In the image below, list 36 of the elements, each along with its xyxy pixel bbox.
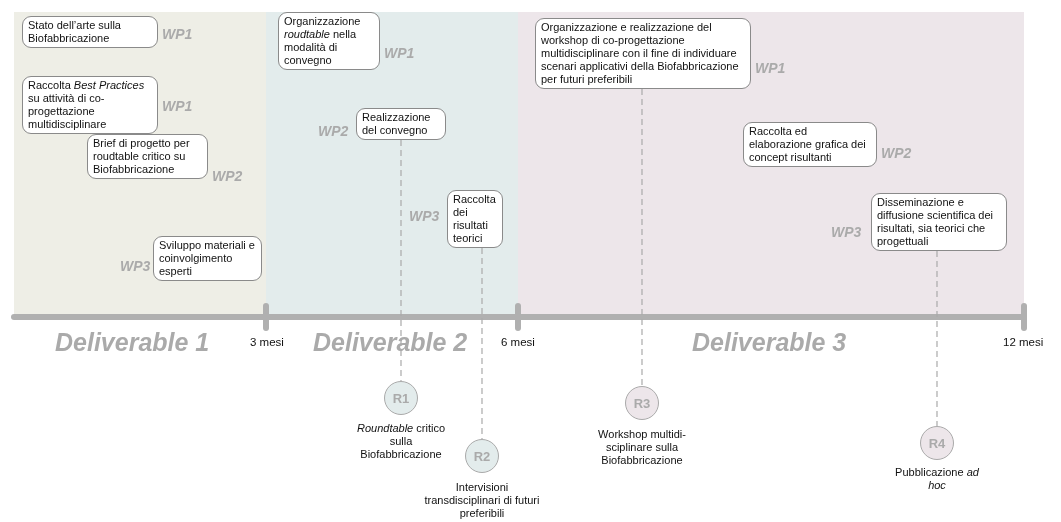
task-box: Raccolta ed elaborazione grafica dei concept risultanti — [743, 122, 877, 167]
time-label: 3 mesi — [250, 336, 284, 348]
work-package-label: WP1 — [162, 26, 193, 42]
work-package-label: WP3 — [120, 258, 151, 274]
work-package-label: WP3 — [409, 208, 440, 224]
milestone-circle: R4 — [920, 426, 954, 460]
task-box: Organizzazione roudtable nella modalità di convegno — [278, 12, 380, 70]
work-package-label: WP1 — [384, 45, 415, 61]
milestone-caption: Workshop multidi- sciplinare sulla Biofabbricazione — [597, 428, 687, 467]
deliverable-label: Deliverable 3 — [692, 328, 847, 357]
milestone-caption: Intervisioni transdisciplinari di futuri preferibili — [423, 481, 541, 520]
time-label: 12 mesi — [1003, 336, 1044, 348]
work-package-label: WP2 — [318, 123, 349, 139]
task-box: Realizzazione del convegno — [356, 108, 446, 140]
deliverable-label: Deliverable 1 — [55, 328, 210, 357]
task-box: Sviluppo materiali e coinvolgimento esperti — [153, 236, 262, 281]
work-package-label: WP2 — [881, 145, 912, 161]
milestone-circle: R2 — [465, 439, 499, 473]
task-box: Disseminazione e diffusione scientifica dei risultati, sia teorici che progettuali — [871, 193, 1007, 251]
milestone-caption: Pubblicazione ad hoc — [895, 466, 979, 492]
deliverable-label: Deliverable 2 — [313, 328, 468, 357]
dashed-connector — [936, 250, 938, 427]
milestone-circle: R1 — [384, 381, 418, 415]
task-box: Organizzazione e realizzazione del workshop di co-progettazione multidisciplinare con il fine di individuare scenari applicativi della Biofabbricazione per futuri preferibili — [535, 18, 751, 89]
work-package-label: WP1 — [162, 98, 193, 114]
work-package-label: WP2 — [212, 168, 243, 184]
work-package-label: WP3 — [831, 224, 862, 240]
milestone-caption: Roundtable critico sulla Biofabbricazione — [355, 422, 447, 461]
milestone-circle: R3 — [625, 386, 659, 420]
task-box: Brief di progetto per roudtable critico su Biofabbricazione — [87, 134, 208, 179]
time-label: 6 mesi — [501, 336, 535, 348]
work-package-label: WP1 — [755, 60, 786, 76]
dashed-connector — [641, 88, 643, 387]
task-box: Raccolta dei risultati teorici — [447, 190, 503, 248]
task-box: Stato dell’arte sulla Biofabbricazione — [22, 16, 158, 48]
task-box: Raccolta Best Practices su attività di co-progettazione multidisciplinare — [22, 76, 158, 134]
